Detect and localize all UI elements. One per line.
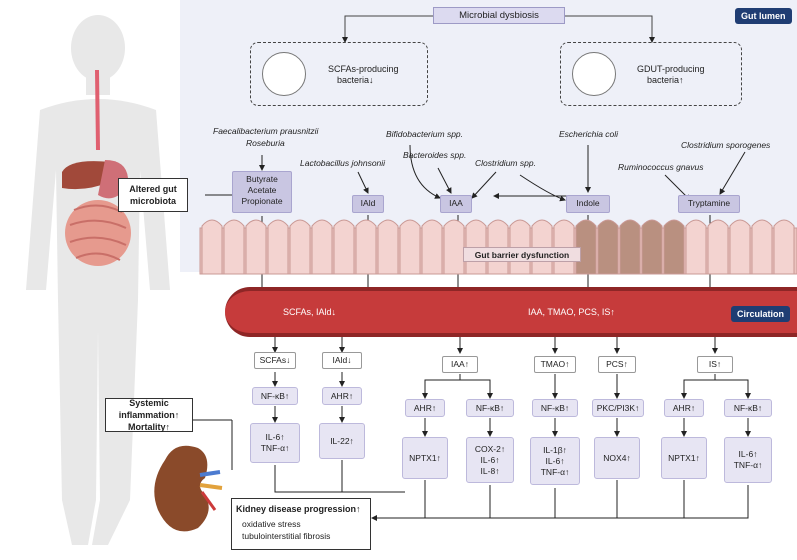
pathway-ahr-2: AHR↑ [405, 399, 445, 417]
pathway-nfkb-3: NF-κB↑ [532, 399, 578, 417]
gdut-producing-label: GDUT-producing bacteria↑ [637, 64, 705, 85]
pathway-iald-down: IAld↓ [322, 352, 362, 369]
epithelial-cell [267, 219, 289, 275]
pathway-pcs-up: PCS↑ [598, 356, 636, 373]
gut-barrier-dysfunction-label: Gut barrier dysfunction [463, 247, 581, 262]
output-il1b-il6-tnfa: IL-1β↑ IL-6↑ TNF-α↑ [530, 437, 580, 485]
pathway-nfkb-2: NF-κB↑ [466, 399, 514, 417]
epithelial-cell [707, 219, 729, 275]
species-faecalibacterium: Faecalibacterium prausnitzii [213, 126, 319, 136]
vessel-left-label: SCFAs, IAld↓ [283, 307, 337, 317]
kidney-progression-box: Kidney disease progression↑ oxidative st… [231, 498, 371, 550]
metabolite-tryptamine-box: Tryptamine [678, 195, 740, 213]
pathway-is-up: IS↑ [697, 356, 733, 373]
epithelial-cell [421, 219, 443, 275]
oxidative-stress-label: oxidative stress [242, 519, 301, 529]
epithelial-cell [597, 219, 619, 275]
epithelial-cell [223, 219, 245, 275]
output-il6-tnfa-2: IL-6↑ TNF-α↑ [724, 437, 772, 483]
arrow-dysbiosis-scfas [342, 15, 433, 43]
pathway-ahr-1: AHR↑ [322, 387, 362, 405]
altered-gut-microbiota-box: Altered gut microbiota [118, 178, 188, 212]
species-bifidobacterium: Bifidobacterium spp. [386, 129, 464, 139]
bacteria-circle-icon [572, 52, 616, 96]
blood-vessel [225, 287, 797, 337]
metabolite-scfas-box: Butyrate Acetate Propionate [232, 171, 292, 213]
vessel-right-label: IAA, TMAO, PCS, IS↑ [528, 307, 615, 317]
species-roseburia: Roseburia [246, 138, 285, 148]
output-nox4: NOX4↑ [594, 437, 640, 479]
species-clostridium-sporogenes: Clostridium sporogenes [681, 140, 771, 150]
epithelial-cell [685, 219, 707, 275]
epithelial-cell [201, 219, 223, 275]
kidney-progression-title: Kidney disease progression↑ [236, 504, 361, 514]
epithelial-cell [399, 219, 421, 275]
pathway-iaa-up: IAA↑ [442, 356, 478, 373]
arrow-dysbiosis-gdut [565, 15, 655, 43]
scfas-producing-label: SCFAs-producing bacteria↓ [328, 64, 399, 85]
epithelial-cell [641, 219, 663, 275]
bacteria-circle-icon [262, 52, 306, 96]
metabolite-iaa-box: IAA [440, 195, 472, 213]
output-il6-tnfa-1: IL-6↑ TNF-α↑ [250, 423, 300, 463]
output-nptx1-2: NPTX1↑ [661, 437, 707, 479]
epithelial-cell [575, 219, 597, 275]
epithelial-cell [619, 219, 641, 275]
scfas-producing-box [250, 42, 428, 106]
pathway-tmao-up: TMAO↑ [534, 356, 576, 373]
epithelial-cell [773, 219, 795, 275]
epithelial-cell [333, 219, 355, 275]
species-clostridium: Clostridium spp. [475, 158, 536, 168]
epithelial-cell [355, 219, 377, 275]
pathway-nfkb-4: NF-κB↑ [724, 399, 772, 417]
epithelial-cell [663, 219, 685, 275]
epithelial-cell [751, 219, 773, 275]
circulation-tag: Circulation [731, 306, 791, 322]
species-escherichia: Escherichia coli [559, 129, 619, 139]
pathway-nfkb-1: NF-κB↑ [252, 387, 298, 405]
epithelial-cell [443, 219, 465, 275]
epithelial-cell [289, 219, 311, 275]
species-bacteroides: Bacteroides spp. [403, 150, 467, 160]
species-lactobacillus: Lactobacillus johnsonii [300, 158, 386, 168]
epithelial-cell [377, 219, 399, 275]
epithelial-cell [729, 219, 751, 275]
output-nptx1-1: NPTX1↑ [402, 437, 448, 479]
pathway-ahr-3: AHR↑ [664, 399, 704, 417]
epithelial-cell [245, 219, 267, 275]
metabolite-indole-box: Indole [566, 195, 610, 213]
output-cox2-il6-il8: COX-2↑ IL-6↑ IL-8↑ [466, 437, 514, 483]
microbial-dysbiosis-label: Microbial dysbiosis [433, 7, 565, 24]
tubulointerstitial-label: tubulointerstitial fibrosis [242, 531, 331, 541]
pathway-pkc-pi3k: PKC/PI3K↑ [592, 399, 644, 417]
gdut-producing-box [560, 42, 742, 106]
metabolite-iald-box: IAld [352, 195, 384, 213]
systemic-inflammation-box: Systemic inflammation↑ Mortality↑ [105, 398, 193, 432]
pathway-scfas-down: SCFAs↓ [254, 352, 296, 369]
output-il22: IL-22↑ [319, 423, 365, 459]
gut-lumen-tag: Gut lumen [735, 8, 792, 24]
species-ruminococcus: Ruminococcus gnavus [618, 162, 704, 172]
epithelial-cell [311, 219, 333, 275]
